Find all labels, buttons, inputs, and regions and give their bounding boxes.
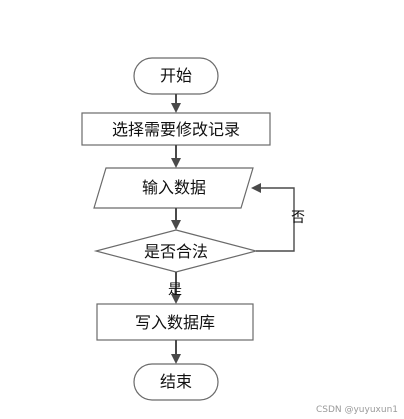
start-node: 开始: [133, 57, 219, 95]
no-label: 否: [291, 210, 305, 226]
edge-decision-no-loop: [251, 183, 295, 252]
end-node: 结束: [133, 363, 219, 401]
input-data-node: 输入数据: [93, 167, 254, 209]
write-database-node: 写入数据库: [96, 303, 254, 341]
select-record-label: 选择需要修改记录: [112, 120, 240, 139]
select-record-node: 选择需要修改记录: [81, 112, 271, 146]
write-database-label: 写入数据库: [135, 313, 215, 332]
end-label: 结束: [160, 372, 192, 391]
csdn-watermark: CSDN @yuyuxun1: [316, 405, 398, 415]
input-data-label: 输入数据: [142, 178, 206, 197]
start-label: 开始: [160, 66, 192, 85]
decision-node: 是否合法: [93, 229, 259, 273]
decision-label: 是否合法: [144, 242, 208, 261]
yes-label: 是: [168, 282, 182, 298]
